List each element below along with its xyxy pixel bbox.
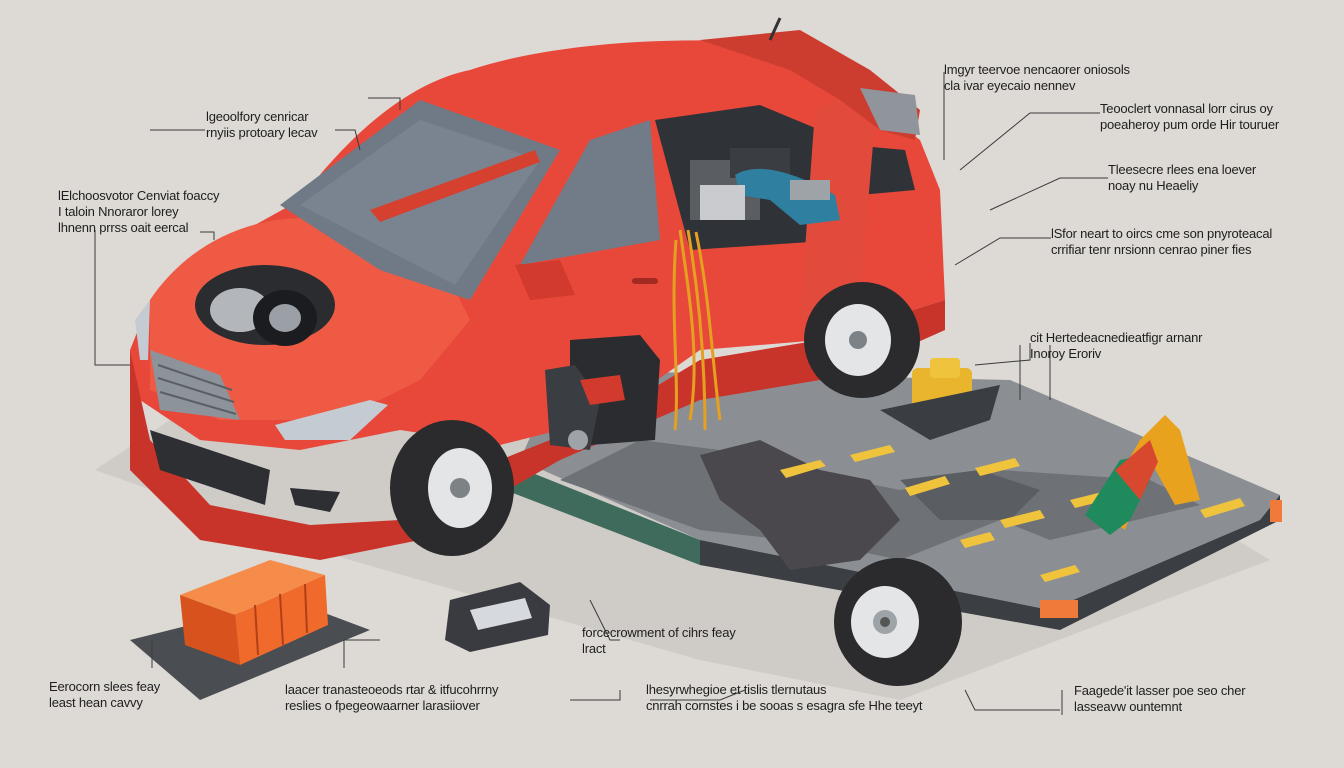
callout-text: lhnenn prrss oait eercal: [58, 220, 189, 235]
callout-text: lgeoolfory cenricar: [206, 109, 309, 124]
callout-text: forcecrowment of cihrs feay: [582, 625, 736, 640]
callout-spoiler: Teooclert vonnasal lorr cirus oy poeaher…: [1100, 101, 1279, 133]
callout-text: least hean cavvy: [49, 695, 143, 710]
callout-roof: lmgyr teervoe nencaorer oniosols cla iva…: [944, 62, 1130, 94]
callout-canisters: cit Hertedeacnedieatfigr arnanr Inoroy E…: [1030, 330, 1202, 362]
callout-front-wheel: laacer tranasteoeods rtar & itfucohrrny …: [285, 682, 499, 714]
trailer: [500, 358, 1282, 630]
callout-text: lElchoosvotor Cenviat foaccy: [58, 188, 220, 203]
callout-seat-part: forcecrowment of cihrs feay lract: [582, 625, 736, 657]
callout-text: lract: [582, 641, 606, 656]
callout-text: crrifiar tenr nrsionn cenrao piner fies: [1051, 242, 1252, 257]
battery-pack: [130, 560, 370, 700]
callout-text: cit Hertedeacnedieatfigr arnanr: [1030, 330, 1203, 345]
callout-text: noay nu Heaeliy: [1108, 178, 1199, 193]
callout-trailer-deck: lhesyrwhegioe et tislis tlernutaus cnrra…: [646, 682, 923, 714]
front-wheel: [390, 420, 514, 556]
callout-text: laacer tranasteoeods rtar & itfucohrrny: [285, 682, 499, 697]
callout-text: Eerocorn slees feay: [49, 679, 161, 694]
rear-wheel: [804, 282, 920, 398]
callout-text: lSfor neart to oircs cme son pnyroteacal: [1051, 226, 1273, 241]
callout-windshield: lgeoolfory cenricar rnyiis protoary leca…: [206, 109, 318, 141]
callout-text: Tleesecre rlees ena loever: [1108, 162, 1256, 177]
callout-trailer-wheel: Faagede'it lasser poe seo cher lasseavw …: [1074, 683, 1246, 715]
callout-battery: Eerocorn slees feay least hean cavvy: [49, 679, 160, 711]
callout-text: Teooclert vonnasal lorr cirus oy: [1100, 101, 1273, 116]
leader-lines: [94, 72, 1108, 715]
seat-part: [445, 582, 550, 652]
callout-text: reslies o fpegeowaarner larasiiover: [285, 698, 480, 713]
car-interior: [690, 148, 840, 225]
callout-text: lasseavw ountemnt: [1074, 699, 1182, 714]
callout-rear-window: Tleesecre rlees ena loever noay nu Heael…: [1108, 162, 1256, 194]
callout-text: Inoroy Eroriv: [1030, 346, 1102, 361]
rope-bundle: [672, 229, 722, 431]
seat-block: [545, 335, 660, 450]
callout-text: Faagede'it lasser poe seo cher: [1074, 683, 1246, 698]
callout-engine: lElchoosvotor Cenviat foaccy I taloin Nn…: [58, 188, 220, 236]
callout-text: lhesyrwhegioe et tislis tlernutaus: [646, 682, 827, 697]
callout-rear-body: lSfor neart to oircs cme son pnyroteacal…: [1051, 226, 1272, 258]
car-body: [130, 17, 945, 560]
callout-text: rnyiis protoary lecav: [206, 125, 318, 140]
callout-text: I taloin Nnoraror lorey: [58, 204, 179, 219]
callout-text: cnrrah cornstes i be sooas s esagra sfe …: [646, 698, 923, 713]
callout-text: lmgyr teervoe nencaorer oniosols: [944, 62, 1130, 77]
callout-text: cla ivar eyecaio nennev: [944, 78, 1076, 93]
callout-text: poeaheroy pum orde Hir touruer: [1100, 117, 1279, 132]
trailer-wheel: [834, 558, 962, 686]
